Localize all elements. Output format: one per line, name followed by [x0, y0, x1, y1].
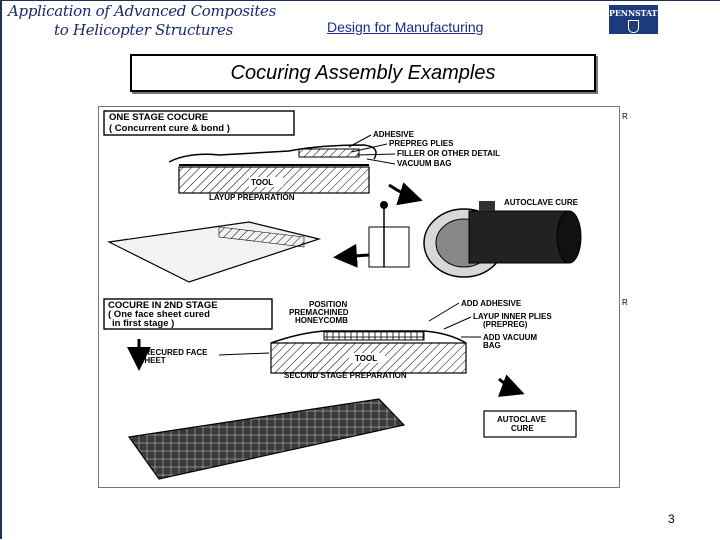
stage1-arrow-back: [333, 243, 370, 268]
stage2-title-box: [103, 298, 273, 330]
stage2-tool-label: TOOL: [355, 354, 377, 363]
cocuring-diagram: ONE STAGE COCURE ( Concurrent cure & bon…: [103, 110, 582, 480]
autoclave-frame: [368, 226, 410, 268]
stage2-honeycomb: [323, 330, 425, 341]
label-add-vacuum-1: ADD VACUUM: [483, 333, 537, 342]
cocuring-figure: ONE STAGE COCURE ( Concurrent cure & bon…: [98, 106, 620, 488]
label-premachined: PREMACHINED: [289, 308, 349, 317]
stage2-arrow-to-autoclave: [497, 374, 525, 397]
label-position: POSITION: [309, 300, 347, 309]
penn-state-logo: PENNSTATE: [609, 5, 664, 34]
edge-fragment-2: R: [622, 298, 628, 307]
design-for-manufacturing-link[interactable]: Design for Manufacturing: [327, 19, 484, 35]
label-layup-inner-2: (PREPREG): [483, 320, 528, 329]
label-vacuum-bag: VACUUM BAG: [397, 159, 452, 168]
stage2-title-line2: ( One face sheet cured: [108, 309, 210, 320]
stage2-title-line3: in first stage ): [112, 318, 174, 329]
stage1-title-line2: ( Concurrent cure & bond ): [109, 123, 230, 134]
edge-fragment-1: R: [622, 112, 628, 121]
label-autoclave-cure: AUTOCLAVE CURE: [504, 198, 579, 207]
stage2-title-line1: COCURE IN 2ND STAGE: [108, 300, 218, 311]
slide-title: Cocuring Assembly Examples: [130, 54, 596, 92]
stage1-arrow-to-autoclave: [388, 182, 423, 206]
stage2-prep-label: SECOND STAGE PREPARATION: [284, 371, 407, 380]
stage1-panel: [107, 221, 322, 283]
stage2-cured-panel: [127, 398, 406, 480]
stage2-autoclave-2: CURE: [511, 424, 534, 433]
stage1-title-line1: ONE STAGE COCURE: [109, 112, 208, 123]
label-honeycomb: HONEYCOMB: [295, 316, 348, 325]
label-precured-2: SHEET: [139, 356, 166, 365]
stage2-vacuum-bag: [270, 330, 467, 344]
label-add-vacuum-2: BAG: [483, 341, 501, 350]
autoclave-vessel: [468, 210, 570, 264]
shield-icon: [628, 20, 639, 33]
course-title-line1: Application of Advanced Composites: [8, 2, 277, 20]
label-prepreg-plies: PREPREG PLIES: [389, 139, 454, 148]
course-title-line2: to Helicopter Structures: [54, 21, 234, 39]
stage1-tool-label: TOOL: [251, 178, 273, 187]
page-number: 3: [668, 512, 675, 526]
label-filler: FILLER OR OTHER DETAIL: [397, 149, 500, 158]
label-layup-inner-1: LAYUP INNER PLIES: [473, 312, 552, 321]
course-title: Application of Advanced Composites to He…: [8, 2, 288, 40]
stage1-title-box: [103, 110, 295, 136]
stage2-autoclave-box: [483, 410, 577, 438]
label-adhesive: ADHESIVE: [373, 130, 415, 139]
stage1-layup-prep: LAYUP PREPARATION: [209, 193, 295, 202]
stage1-vacuum-bag: [168, 144, 377, 163]
label-precured-1: PRECURED FACE: [139, 348, 208, 357]
label-add-adhesive: ADD ADHESIVE: [461, 299, 522, 308]
stage2-autoclave-1: AUTOCLAVE: [497, 415, 547, 424]
stage1-filler: [298, 148, 360, 158]
logo-text: PENNSTATE: [609, 8, 664, 18]
